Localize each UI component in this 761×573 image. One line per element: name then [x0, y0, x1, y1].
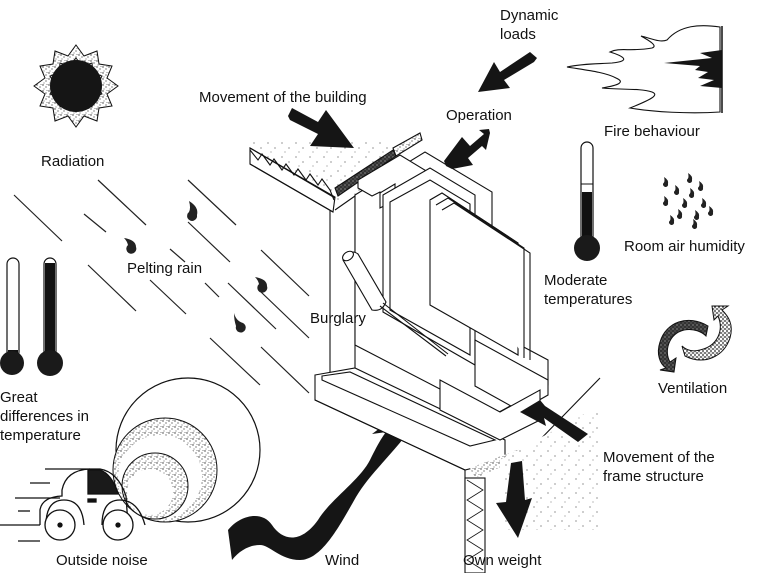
screwdriver-icon: [342, 250, 449, 357]
thermometer-hot-icon: [37, 257, 63, 376]
label-radiation: Radiation: [41, 153, 105, 170]
thermometer-cold-icon: [0, 257, 24, 375]
label-room-air-humidity: Room air humidity: [624, 238, 745, 255]
car-icon: [0, 468, 146, 542]
label-dynamic-loads: Dynamic loads: [500, 7, 559, 43]
label-own-weight: Own weight: [463, 552, 542, 569]
label-burglary: Burglary: [310, 310, 366, 327]
label-moderate-temperatures: Moderate temperatures: [544, 272, 633, 308]
thermometer-moderate-icon: [574, 141, 600, 261]
force-arrow-icon: [288, 52, 588, 538]
label-great-differences: Great differences in temperature: [0, 389, 89, 444]
label-fire-behaviour: Fire behaviour: [604, 123, 700, 140]
raindrop-icon: [124, 201, 268, 333]
window-frame: [314, 151, 601, 573]
label-movement-building: Movement of the building: [199, 89, 367, 106]
sun-icon: [33, 44, 119, 128]
label-outside-noise: Outside noise: [56, 552, 148, 569]
dynamic-loads-arrow: [478, 52, 537, 92]
label-operation: Operation: [446, 107, 512, 124]
label-wind: Wind: [325, 552, 360, 569]
ventilation-cycle-icon: [657, 305, 732, 373]
humidity-drops-icon: [663, 173, 714, 229]
label-ventilation: Ventilation: [658, 380, 728, 397]
wind-arrow-icon: [228, 410, 430, 560]
rain-streaks: [13, 179, 310, 394]
movement-frame-arrow: [520, 400, 588, 442]
wall-section: [249, 132, 423, 375]
label-pelting-rain: Pelting rain: [127, 260, 203, 277]
movement-building-arrow: [288, 108, 354, 148]
sound-waves-icon: [112, 377, 261, 523]
fire-icon: [566, 25, 723, 114]
own-weight-arrow: [496, 461, 532, 538]
operation-arrow: [444, 129, 490, 169]
label-movement-frame: Movement of the frame structure: [603, 449, 715, 485]
